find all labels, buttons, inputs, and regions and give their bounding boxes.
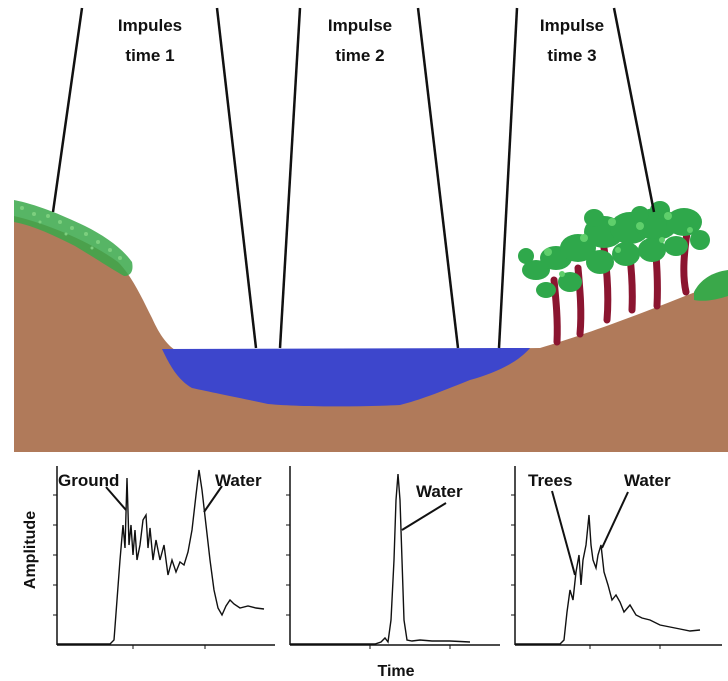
- plot-3-waveform: [515, 514, 701, 645]
- tree-foliage: [518, 201, 710, 298]
- plot-1-label-ground: Ground: [58, 471, 119, 490]
- y-axis-label: Amplitude: [22, 511, 39, 589]
- plot-3-label-trees: Trees: [528, 471, 572, 490]
- beam-1-left: [51, 7, 84, 213]
- plot-2-axes: [289, 466, 500, 646]
- plot-1-waveform: [57, 469, 265, 645]
- plot-3-trees-pointer: [551, 490, 576, 576]
- x-axis-label: Time: [377, 663, 414, 680]
- impulse-1-line1: Impules: [118, 16, 182, 35]
- impulse-2-line2: time 2: [335, 46, 384, 65]
- beam-2-right: [416, 7, 460, 349]
- impulse-3-line2: time 3: [547, 46, 596, 65]
- plot-2-waveform: [290, 473, 471, 645]
- waveform-plot-3: Trees Water: [511, 466, 722, 649]
- plot-2-label-water: Water: [416, 482, 463, 501]
- impulse-3-line1: Impulse: [540, 16, 604, 35]
- grass-right: [694, 270, 728, 301]
- waveform-plot-2: Water Time: [286, 466, 500, 680]
- beam-2-left: [278, 7, 302, 349]
- plot-3-label-water: Water: [624, 471, 671, 490]
- ground-terrain: [14, 216, 728, 452]
- grass-left-speckle: [20, 206, 122, 260]
- waveform-plot-1: Ground Water Amplitude: [22, 466, 275, 649]
- plot-1-ticks: [53, 494, 206, 649]
- tree-trunk: [550, 276, 561, 346]
- beam-1-right: [215, 7, 258, 349]
- grass-left: [14, 200, 133, 276]
- plot-1-water-pointer: [203, 485, 223, 513]
- plot-3-ticks: [511, 494, 661, 649]
- tree-foliage-highlights: [544, 212, 693, 277]
- impulse-2-line1: Impulse: [328, 16, 392, 35]
- plot-2-ticks: [286, 494, 451, 649]
- tree-trunk: [574, 264, 585, 338]
- plot-3-axes: [514, 466, 722, 646]
- plot-1-ground-pointer: [105, 486, 127, 511]
- landscape: [14, 200, 728, 452]
- plot-1-label-water: Water: [215, 471, 262, 490]
- trees: [518, 201, 710, 346]
- impulse-labels: Impules time 1 Impulse time 2 Impulse ti…: [118, 16, 604, 65]
- impulse-1-line2: time 1: [125, 46, 174, 65]
- water-pond: [162, 348, 530, 407]
- beam-3-left: [497, 7, 519, 349]
- plot-3-water-pointer: [601, 491, 629, 549]
- plot-2-water-pointer: [401, 502, 447, 531]
- beam-3-right: [612, 7, 656, 213]
- laser-beams: [51, 7, 656, 349]
